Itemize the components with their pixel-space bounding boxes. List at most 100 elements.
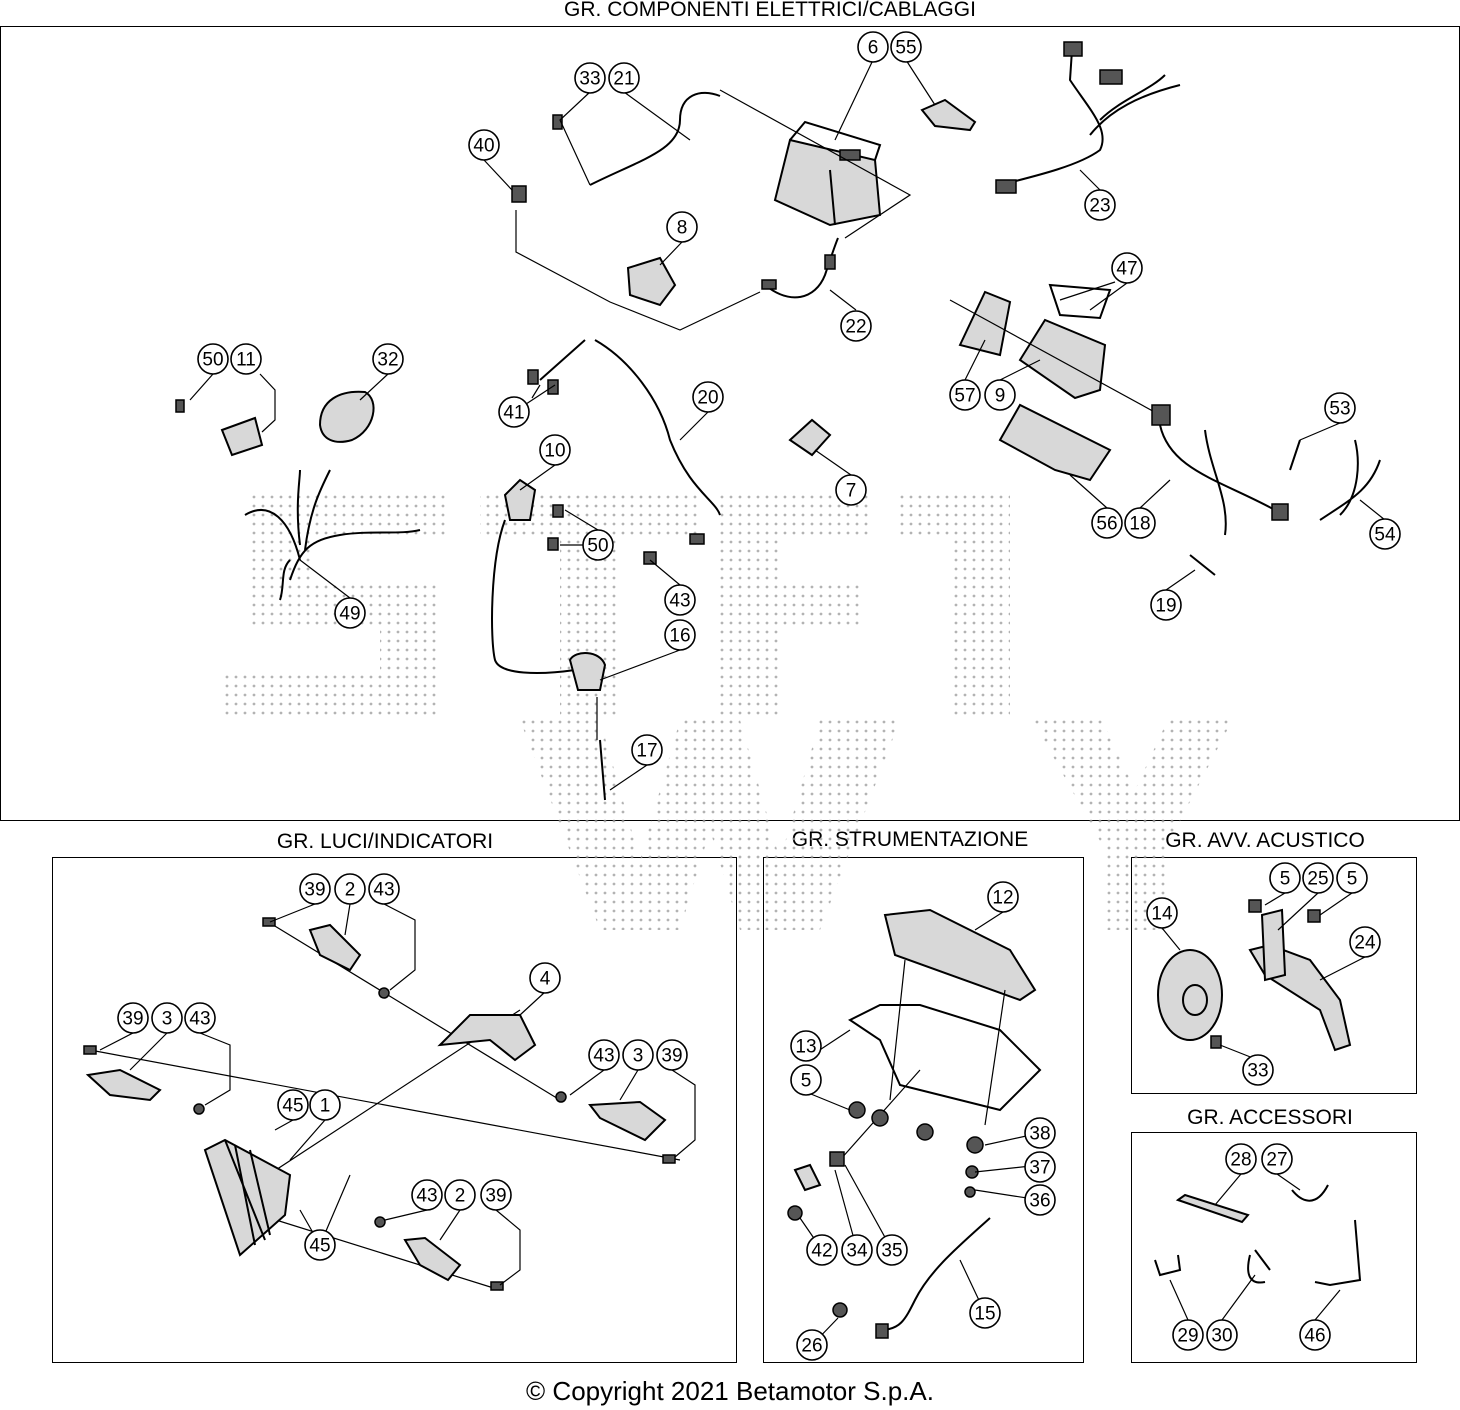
callout-electrical-53: 53 [1324, 392, 1356, 424]
callout-horn-24: 24 [1349, 926, 1381, 958]
callout-lights-1: 1 [309, 1089, 341, 1121]
callout-instruments-42: 42 [806, 1234, 838, 1266]
section-title-accessories: GR. ACCESSORI [1187, 1106, 1353, 1129]
callout-label: 43 [593, 1046, 614, 1067]
callout-label: 5 [1347, 869, 1358, 890]
callout-electrical-18: 18 [1124, 507, 1156, 539]
callout-label: 24 [1354, 933, 1376, 954]
callout-electrical-43: 43 [664, 584, 696, 616]
callout-label: 35 [881, 1241, 902, 1262]
callout-label: 20 [697, 388, 718, 409]
callout-label: 18 [1129, 514, 1150, 535]
callout-instruments-36: 36 [1024, 1184, 1056, 1216]
callout-instruments-5: 5 [790, 1064, 822, 1096]
callout-instruments-35: 35 [876, 1234, 908, 1266]
indicator-3-left [85, 1068, 162, 1102]
callout-label: 14 [1151, 904, 1173, 925]
callout-accessories-28: 28 [1225, 1143, 1257, 1175]
callout-label: 10 [544, 441, 565, 462]
callout-label: 54 [1374, 525, 1396, 546]
cable-54 [1319, 439, 1381, 521]
callout-accessories-30: 30 [1206, 1319, 1238, 1351]
callout-label: 56 [1096, 514, 1117, 535]
switch-32 [318, 390, 375, 443]
coil-10 [503, 478, 537, 521]
callout-label: 57 [954, 386, 975, 407]
callout-label: 26 [801, 1336, 822, 1357]
callout-label: 6 [868, 38, 879, 59]
callout-lights-3: 3 [622, 1039, 654, 1071]
bracket-4 [437, 1014, 537, 1062]
dashboard-12 [883, 908, 1037, 1002]
callout-instruments-13: 13 [790, 1030, 822, 1062]
callout-label: 47 [1116, 259, 1137, 280]
callout-label: 29 [1177, 1326, 1198, 1347]
battery-part [773, 120, 882, 227]
callout-electrical-49: 49 [334, 597, 366, 629]
callout-electrical-41: 41 [498, 396, 530, 428]
section-title-electrical: GR. COMPONENTI ELETTRICI/CABLAGGI [564, 0, 976, 21]
callout-label: 22 [845, 317, 866, 338]
callout-label: 39 [661, 1046, 682, 1067]
callout-label: 43 [189, 1009, 210, 1030]
callout-electrical-7: 7 [835, 474, 867, 506]
cable-15 [879, 1217, 991, 1331]
clip-29 [1154, 1254, 1182, 1277]
callout-electrical-11: 11 [230, 343, 262, 375]
callout-label: 39 [122, 1009, 143, 1030]
callout-label: 43 [416, 1186, 437, 1207]
harness-23 [999, 49, 1104, 186]
callout-label: 8 [677, 218, 688, 239]
callout-electrical-57: 57 [949, 379, 981, 411]
callout-label: 46 [1304, 1326, 1325, 1347]
accessories-frame [1131, 1132, 1417, 1363]
callout-lights-2: 2 [334, 873, 366, 905]
callout-label: 33 [1247, 1061, 1268, 1082]
callout-label: 50 [202, 350, 223, 371]
regulator-11 [220, 416, 264, 457]
fuse-40 [511, 185, 527, 203]
callout-lights-43: 43 [588, 1039, 620, 1071]
callout-label: 49 [339, 604, 360, 625]
callout-label: 16 [669, 626, 690, 647]
harness-18 [1159, 424, 1276, 511]
callout-horn-5: 5 [1336, 862, 1368, 894]
cable-20 [594, 339, 721, 516]
callout-lights-39: 39 [117, 1002, 149, 1034]
copyright-notice: © Copyright 2021 Betamotor S.p.A. [526, 1376, 934, 1406]
clamp-27 [1291, 1184, 1329, 1202]
cable-22 [764, 237, 839, 299]
callout-lights-3: 3 [151, 1002, 183, 1034]
plate-25 [1260, 908, 1287, 982]
indicator-3-right [588, 1100, 667, 1142]
horn-frame [1131, 857, 1417, 1094]
callout-accessories-27: 27 [1261, 1143, 1293, 1175]
callout-electrical-56: 56 [1091, 507, 1123, 539]
callout-label: 17 [636, 741, 657, 762]
callout-label: 45 [309, 1236, 330, 1257]
callout-label: 30 [1211, 1326, 1232, 1347]
callout-label: 2 [455, 1186, 466, 1207]
callout-label: 11 [236, 350, 256, 371]
callout-electrical-9: 9 [984, 379, 1016, 411]
callout-label: 40 [473, 136, 494, 157]
callout-label: 41 [503, 403, 524, 424]
callout-lights-43: 43 [184, 1002, 216, 1034]
callout-label: 15 [974, 1304, 995, 1325]
callout-electrical-47: 47 [1111, 252, 1143, 284]
callout-horn-5: 5 [1269, 862, 1301, 894]
bracket-56 [998, 403, 1112, 482]
callout-electrical-32: 32 [372, 343, 404, 375]
callout-lights-45: 45 [277, 1089, 309, 1121]
callout-label: 7 [846, 481, 857, 502]
lights-frame [52, 857, 737, 1363]
callout-electrical-23: 23 [1084, 189, 1116, 221]
callout-label: 38 [1029, 1124, 1050, 1145]
harness-49 [244, 469, 421, 581]
tie-30 [1247, 1249, 1271, 1284]
section-title-horn: GR. AVV. ACUSTICO [1165, 829, 1365, 852]
section-title-lights: GR. LUCI/INDICATORI [276, 830, 494, 853]
ecu-9 [1018, 318, 1107, 400]
callout-instruments-26: 26 [796, 1329, 828, 1361]
strap-28 [1175, 1193, 1250, 1224]
